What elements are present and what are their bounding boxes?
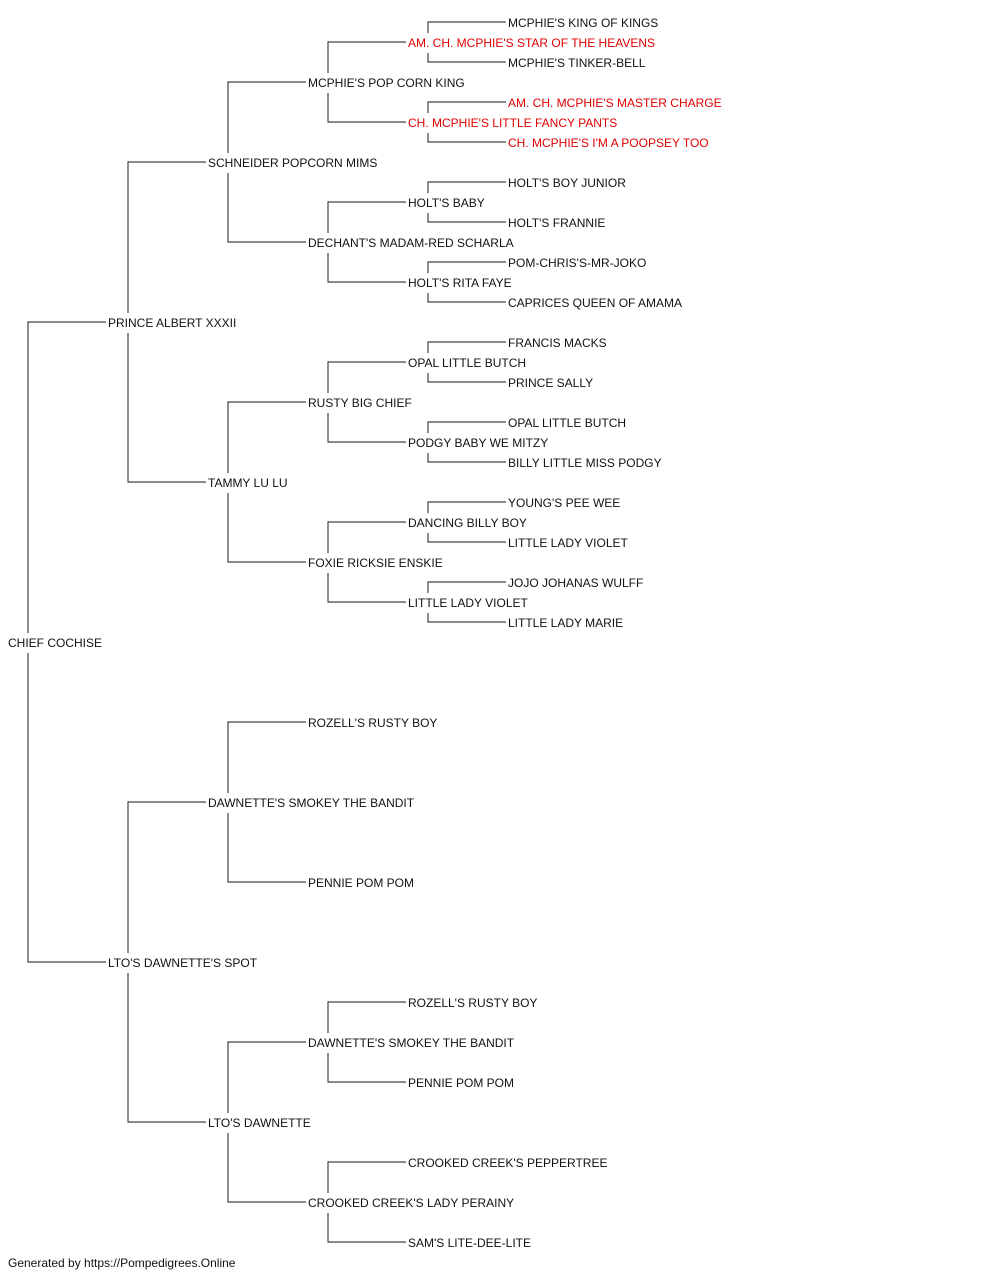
connector-line bbox=[327, 521, 406, 553]
ancestor-name: OPAL LITTLE BUTCH bbox=[408, 356, 526, 370]
ancestor-name: HOLT'S BABY bbox=[408, 196, 485, 210]
name-labels: CHIEF COCHISE PRINCE ALBERT XXXII SCHNEIDE… bbox=[8, 16, 722, 1250]
connector-line bbox=[27, 653, 106, 963]
ancestor-name: MCPHIE'S POP CORN KING bbox=[308, 76, 465, 90]
connector-line bbox=[427, 133, 506, 143]
generated-by-footer: Generated by https://Pompedigrees.Online bbox=[8, 1256, 236, 1270]
connector-line bbox=[227, 721, 306, 793]
connector-line bbox=[227, 813, 306, 883]
ancestor-name: ROZELL'S RUSTY BOY bbox=[408, 996, 537, 1010]
connector-line bbox=[127, 333, 206, 483]
ancestor-name: DECHANT'S MADAM-RED SCHARLA bbox=[308, 236, 514, 250]
connector-line bbox=[427, 453, 506, 463]
connector-line bbox=[427, 533, 506, 543]
ancestor-name: LITTLE LADY MARIE bbox=[508, 616, 623, 630]
connector-line bbox=[127, 161, 206, 313]
ancestor-name: BILLY LITTLE MISS PODGY bbox=[508, 456, 662, 470]
connector-line bbox=[427, 293, 506, 303]
connector-line bbox=[327, 1213, 406, 1243]
ancestor-name: PENNIE POM POM bbox=[308, 876, 414, 890]
connector-line bbox=[227, 1133, 306, 1203]
ancestor-name: SAM'S LITE-DEE-LITE bbox=[408, 1236, 531, 1250]
champion-ancestor-name: AM. CH. MCPHIE'S STAR OF THE HEAVENS bbox=[408, 36, 655, 50]
connector-line bbox=[427, 373, 506, 383]
ancestor-name: DAWNETTE'S SMOKEY THE BANDIT bbox=[308, 1036, 515, 1050]
connector-line bbox=[227, 401, 306, 473]
ancestor-name: POM-CHRIS'S-MR-JOKO bbox=[508, 256, 646, 270]
connector-line bbox=[327, 41, 406, 73]
ancestor-name: OPAL LITTLE BUTCH bbox=[508, 416, 626, 430]
connector-line bbox=[327, 413, 406, 443]
ancestor-name: YOUNG'S PEE WEE bbox=[508, 496, 620, 510]
connector-line bbox=[327, 1053, 406, 1083]
connector-line bbox=[327, 1001, 406, 1033]
connector-line bbox=[427, 261, 506, 273]
ancestor-name: ROZELL'S RUSTY BOY bbox=[308, 716, 437, 730]
ancestor-name: MCPHIE'S TINKER-BELL bbox=[508, 56, 646, 70]
ancestor-name: HOLT'S RITA FAYE bbox=[408, 276, 512, 290]
connector-line bbox=[427, 101, 506, 113]
ancestor-name: JOJO JOHANAS WULFF bbox=[508, 576, 643, 590]
connector-line bbox=[427, 613, 506, 623]
ancestor-name: LTO'S DAWNETTE'S SPOT bbox=[108, 956, 258, 970]
ancestor-name: FOXIE RICKSIE ENSKIE bbox=[308, 556, 443, 570]
connector-line bbox=[327, 1161, 406, 1193]
ancestor-name: HOLT'S FRANNIE bbox=[508, 216, 605, 230]
ancestor-name: LITTLE LADY VIOLET bbox=[508, 536, 628, 550]
connector-line bbox=[327, 93, 406, 123]
connector-lines bbox=[27, 21, 506, 1243]
connector-line bbox=[27, 321, 106, 633]
connector-line bbox=[227, 81, 306, 153]
champion-ancestor-name: AM. CH. MCPHIE'S MASTER CHARGE bbox=[508, 96, 722, 110]
ancestor-name: PENNIE POM POM bbox=[408, 1076, 514, 1090]
ancestor-name: PRINCE SALLY bbox=[508, 376, 593, 390]
connector-line bbox=[327, 573, 406, 603]
connector-line bbox=[427, 581, 506, 593]
connector-line bbox=[127, 973, 206, 1123]
ancestor-name: CROOKED CREEK'S PEPPERTREE bbox=[408, 1156, 607, 1170]
connector-line bbox=[427, 53, 506, 63]
connector-line bbox=[327, 253, 406, 283]
ancestor-name: SCHNEIDER POPCORN MIMS bbox=[208, 156, 377, 170]
connector-line bbox=[127, 801, 206, 953]
connector-line bbox=[427, 213, 506, 223]
ancestor-name: PRINCE ALBERT XXXII bbox=[108, 316, 236, 330]
connector-line bbox=[227, 493, 306, 563]
ancestor-name: FRANCIS MACKS bbox=[508, 336, 607, 350]
connector-line bbox=[427, 341, 506, 353]
ancestor-name: LTO'S DAWNETTE bbox=[208, 1116, 311, 1130]
ancestor-name: TAMMY LU LU bbox=[208, 476, 288, 490]
subject-dog-name: CHIEF COCHISE bbox=[8, 636, 102, 650]
ancestor-name: CAPRICES QUEEN OF AMAMA bbox=[508, 296, 682, 310]
connector-line bbox=[227, 173, 306, 243]
ancestor-name: HOLT'S BOY JUNIOR bbox=[508, 176, 626, 190]
champion-ancestor-name: CH. MCPHIE'S LITTLE FANCY PANTS bbox=[408, 116, 617, 130]
ancestor-name: DANCING BILLY BOY bbox=[408, 516, 527, 530]
ancestor-name: LITTLE LADY VIOLET bbox=[408, 596, 528, 610]
connector-line bbox=[427, 501, 506, 513]
connector-line bbox=[327, 201, 406, 233]
connector-line bbox=[427, 181, 506, 193]
ancestor-name: CROOKED CREEK'S LADY PERAINY bbox=[308, 1196, 514, 1210]
connector-line bbox=[327, 361, 406, 393]
ancestor-name: RUSTY BIG CHIEF bbox=[308, 396, 412, 410]
connector-line bbox=[227, 1041, 306, 1113]
ancestor-name: DAWNETTE'S SMOKEY THE BANDIT bbox=[208, 796, 415, 810]
ancestor-name: MCPHIE'S KING OF KINGS bbox=[508, 16, 658, 30]
pedigree-tree: CHIEF COCHISE PRINCE ALBERT XXXII SCHNEIDE… bbox=[8, 16, 722, 1250]
connector-line bbox=[427, 21, 506, 33]
champion-ancestor-name: CH. MCPHIE'S I'M A POOPSEY TOO bbox=[508, 136, 709, 150]
ancestor-name: PODGY BABY WE MITZY bbox=[408, 436, 548, 450]
connector-line bbox=[427, 421, 506, 433]
